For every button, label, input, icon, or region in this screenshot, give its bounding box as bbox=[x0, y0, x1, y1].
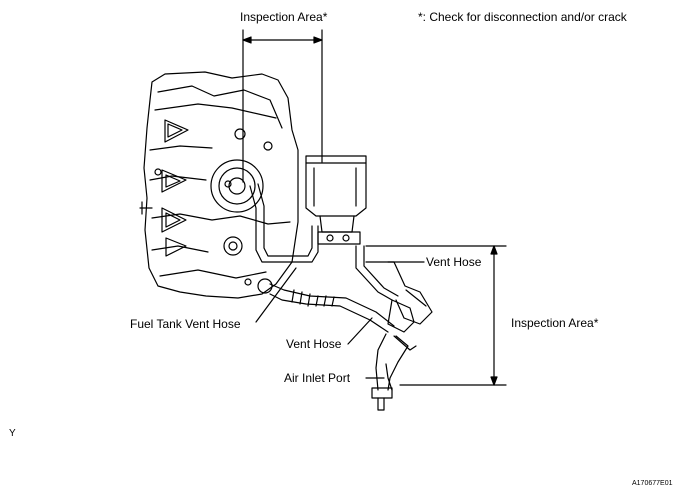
charcoal-canister bbox=[305, 155, 367, 245]
figure-id: A170677E01 bbox=[632, 480, 673, 487]
fuel-tank-vent-hose bbox=[249, 183, 319, 323]
corrugated-hose bbox=[257, 278, 395, 333]
vent-hose-upper bbox=[355, 245, 433, 325]
note-text: *: Check for disconnection and/or crack bbox=[418, 10, 627, 24]
side-mark: Y bbox=[9, 428, 16, 439]
fuel-tank bbox=[139, 71, 299, 299]
vent-hose-right-label: Vent Hose bbox=[426, 255, 482, 269]
inspection-area-right-bracket bbox=[365, 245, 507, 386]
leader-vent-hose-lower bbox=[347, 317, 373, 345]
inspection-area-right-label: Inspection Area* bbox=[511, 316, 599, 330]
fuel-tank-vent-hose-label: Fuel Tank Vent Hose bbox=[130, 317, 241, 331]
inspection-area-top-label: Inspection Area* bbox=[240, 10, 328, 24]
vent-hose-lower-label: Vent Hose bbox=[286, 337, 342, 351]
filler-neck bbox=[371, 299, 417, 411]
inspection-area-top-bracket bbox=[242, 29, 323, 183]
air-inlet-port-label: Air Inlet Port bbox=[284, 371, 351, 385]
